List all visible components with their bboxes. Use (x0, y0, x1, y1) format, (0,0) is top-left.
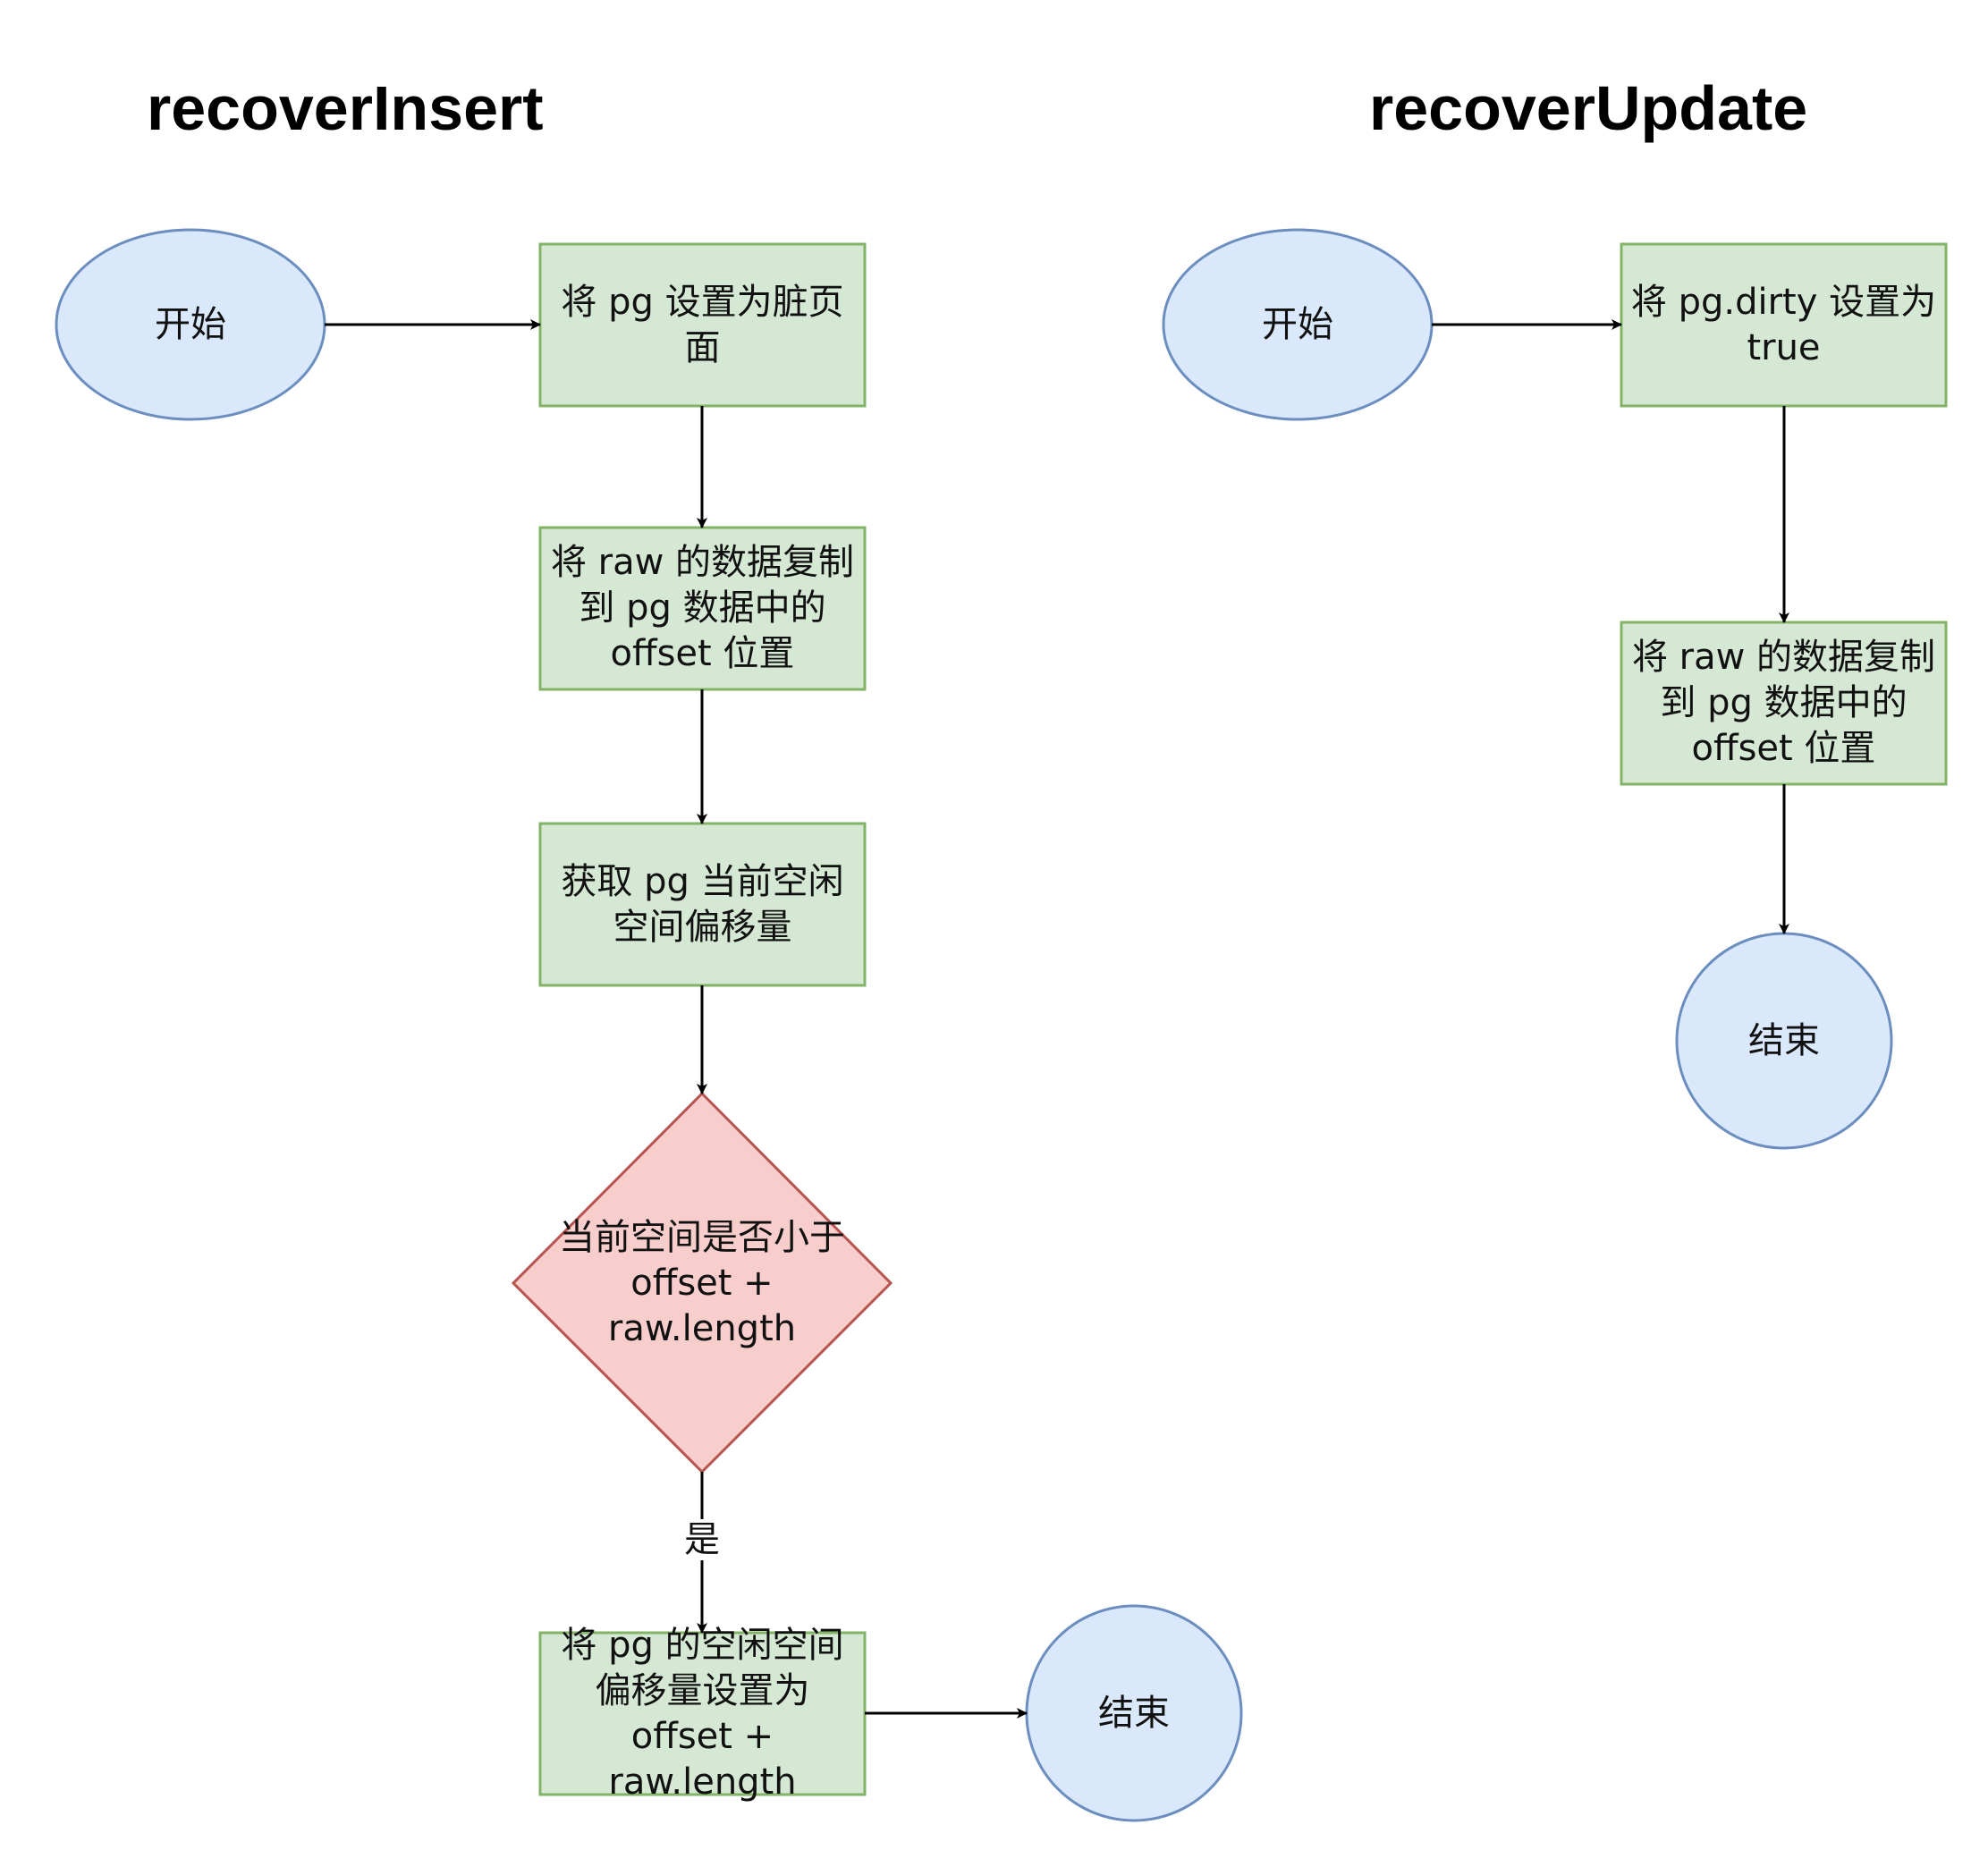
insert-title: recoverInsert (147, 73, 544, 143)
update-step1-label: 将 pg.dirty 设置为 true (1630, 281, 1937, 368)
update-end-label: 结束 (1748, 1019, 1820, 1061)
update-step1-node (1620, 242, 1948, 408)
insert-step3-node (538, 822, 867, 987)
insert-step4-label: 将 pg 的空闲空间 偏移量设置为 offset + raw.length (561, 1624, 844, 1803)
update-step2-label: 将 raw 的数据复制 到 pg 数据中的 offset 位置 (1631, 637, 1936, 769)
insert-decision-label: 当前空间是否小于 offset + raw.length (559, 1216, 845, 1349)
insert-end-label: 结束 (1098, 1692, 1170, 1734)
insert-step1-node (538, 242, 867, 408)
insert-yes-label: 是 (674, 1519, 730, 1560)
insert-step2-label: 将 raw 的数据复制 到 pg 数据中的 offset 位置 (550, 542, 855, 674)
insert-step1-label: 将 pg 设置为脏页 面 (561, 281, 844, 368)
insert-start-label: 开始 (155, 303, 226, 345)
update-title: recoverUpdate (1369, 73, 1808, 143)
insert-step3-label: 获取 pg 当前空闲 空间偏移量 (561, 860, 844, 948)
update-step2-node (1620, 621, 1948, 786)
update-start-label: 开始 (1262, 303, 1333, 345)
